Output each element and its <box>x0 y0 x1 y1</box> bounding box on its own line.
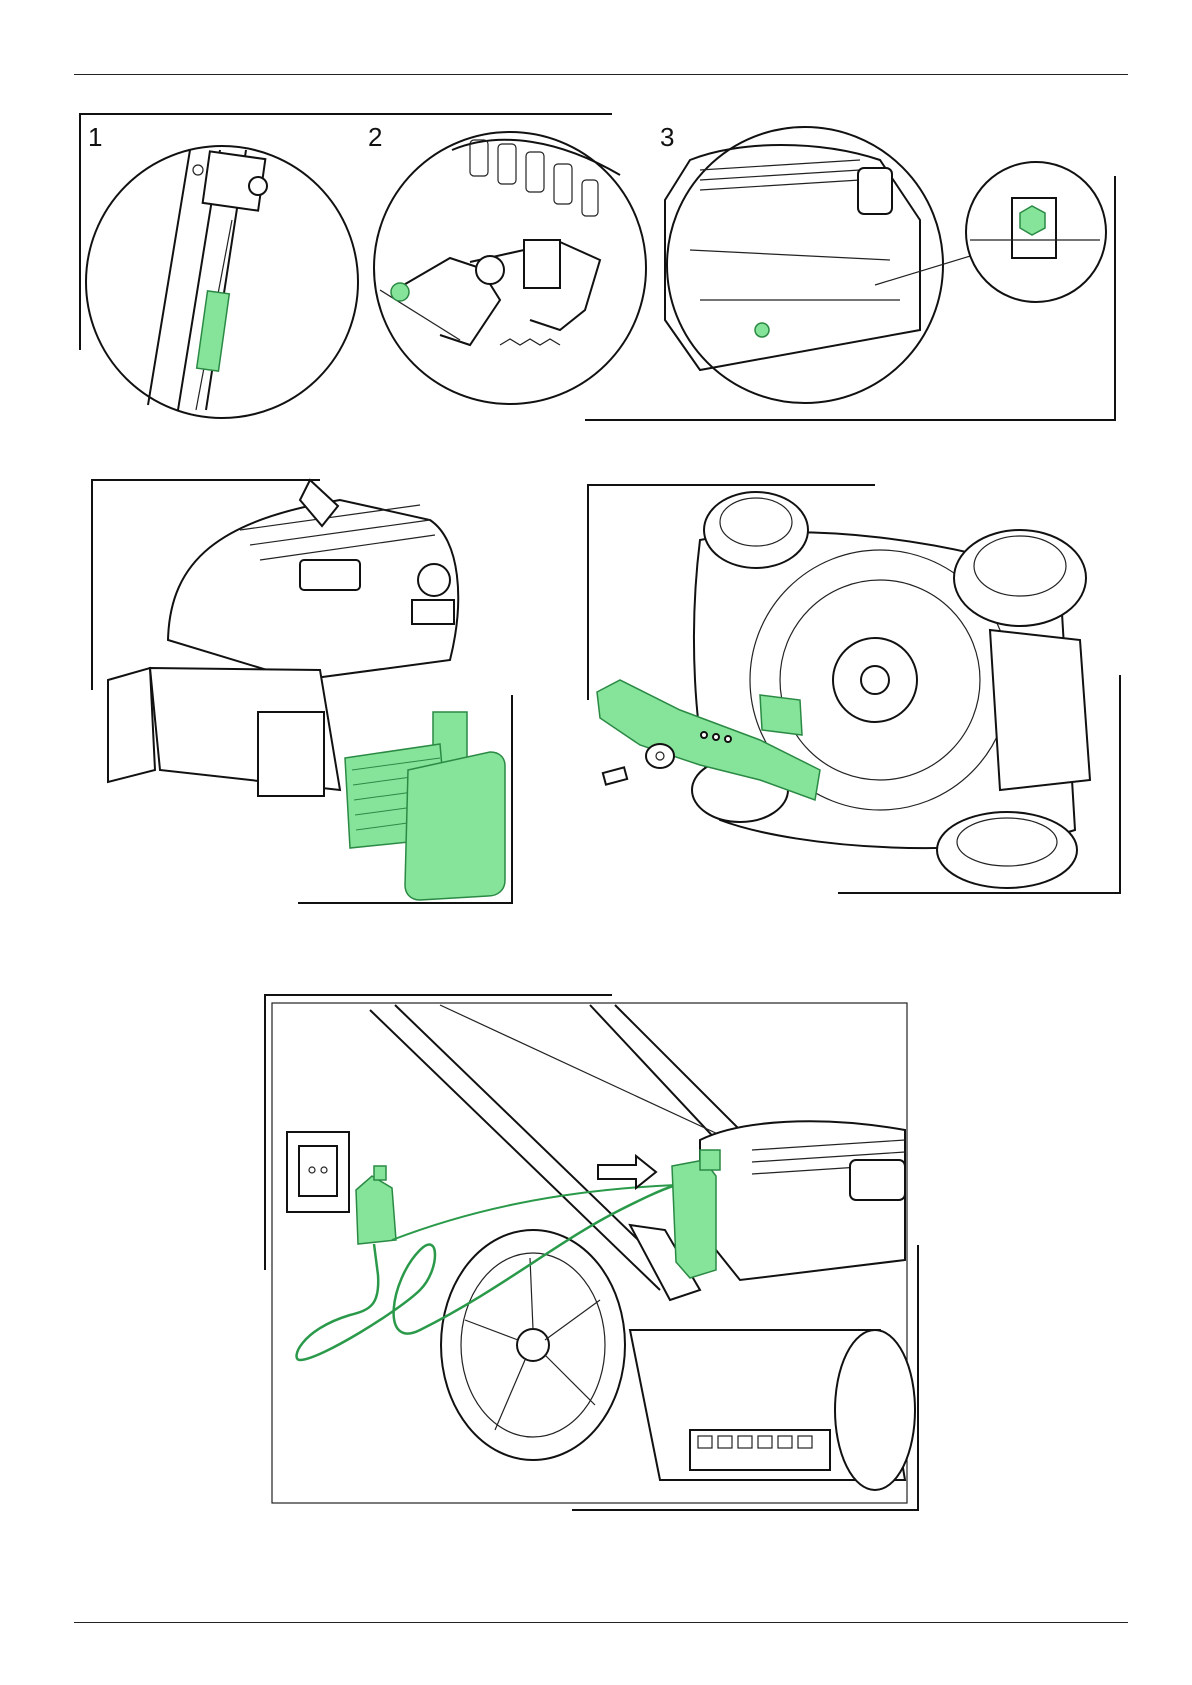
figure-1-handle-cable <box>86 146 358 418</box>
cable-end-highlight <box>391 283 409 301</box>
nut-small-highlight <box>755 323 769 337</box>
wheel-top-right <box>954 530 1086 626</box>
figure-air-filter <box>92 480 512 903</box>
filter-cover-highlight <box>405 752 505 900</box>
figure-blade <box>588 485 1120 893</box>
front-wheel <box>441 1230 625 1460</box>
blade-holder-highlight <box>760 695 802 735</box>
blade-washer <box>646 744 674 768</box>
arrow-indicator <box>598 1156 656 1188</box>
charger-adapter <box>356 1166 396 1244</box>
figure-3-engine-nut <box>665 127 1106 403</box>
wheel-bottom-right <box>937 812 1077 888</box>
blade-bolt <box>603 767 627 784</box>
wheel-top-left <box>704 492 808 568</box>
wall-socket <box>287 1132 349 1212</box>
battery-pack <box>672 1150 720 1278</box>
figure-charging <box>265 995 918 1510</box>
rear-wheel <box>835 1330 915 1490</box>
nut-zoom-highlight <box>1020 206 1045 235</box>
figure-2-engine-bracket <box>374 132 646 404</box>
